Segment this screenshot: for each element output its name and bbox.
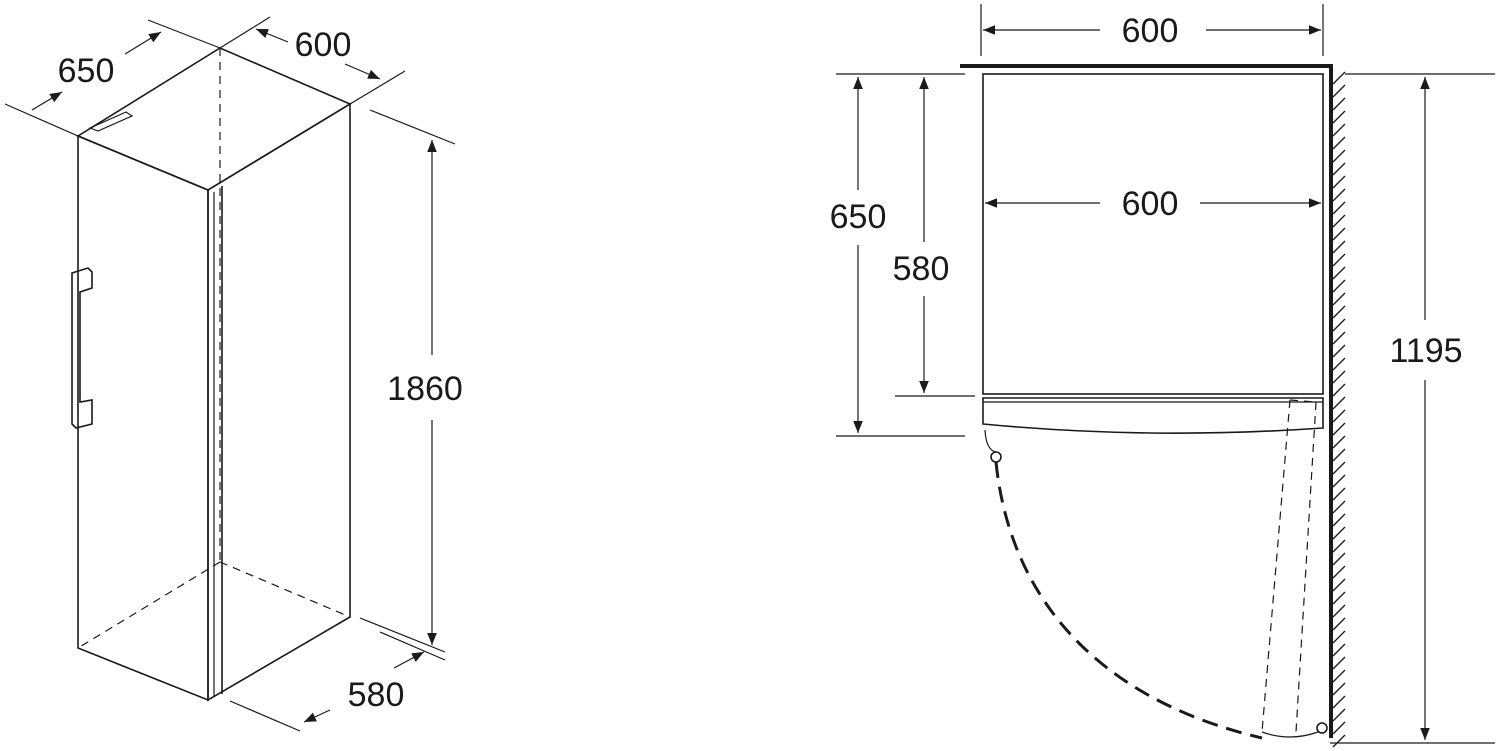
wall-hatch-line — [1332, 279, 1346, 293]
wall-hatch-line — [1332, 643, 1346, 657]
door-handle — [71, 267, 93, 429]
wall-hatch-line — [1332, 383, 1346, 397]
wall-hatch-line — [1332, 110, 1346, 124]
wall-hatch-line — [1332, 448, 1346, 462]
wall-hatch-line — [1332, 721, 1346, 735]
dimension-1860-iso: 1860 — [359, 109, 463, 653]
wall-hatch-line — [1332, 513, 1346, 527]
wall-hatch-line — [1332, 500, 1346, 514]
wall-hatch-line — [1332, 188, 1346, 202]
dimension-650-plan: 650 — [830, 73, 965, 437]
wall-hatch-line — [1332, 630, 1346, 644]
dimension-600-top: 600 — [980, 4, 1324, 56]
hinge-pin — [990, 451, 1002, 463]
wall-hatch-line — [1332, 240, 1346, 254]
door-swing-arc — [994, 461, 1263, 740]
wall-hatch-line — [1332, 695, 1346, 709]
wall-hatch-line — [1332, 162, 1346, 176]
wall-hatch-line — [1332, 97, 1346, 111]
wall-hatch-line — [1332, 526, 1346, 540]
wall-hatch-line — [1332, 370, 1346, 384]
wall-hatch-line — [1332, 435, 1346, 449]
wall-hatch-line — [1332, 71, 1346, 85]
label-1860-iso: 1860 — [387, 370, 463, 408]
wall-hatch-line — [1332, 591, 1346, 605]
label-650-iso: 650 — [58, 52, 115, 90]
wall-hatch-line — [1332, 149, 1346, 163]
wall-hatch-line — [1332, 331, 1346, 345]
wall-hatch-line — [1332, 734, 1346, 748]
label-650-plan: 650 — [830, 198, 887, 236]
wall-hatch-line — [1332, 357, 1346, 371]
dimension-600-iso: 600 — [219, 16, 406, 105]
label-580-iso: 580 — [348, 676, 405, 714]
wall — [960, 64, 1346, 748]
label-600-iso: 600 — [295, 26, 352, 64]
wall-hatch-line — [1332, 175, 1346, 189]
wall-hatch-line — [1332, 708, 1346, 722]
plan-view: 600 600 650 580 1195 — [830, 4, 1495, 748]
wall-hatch-line — [1332, 539, 1346, 553]
isometric-view: 650 600 1860 580 — [4, 16, 463, 732]
cabinet-plan — [982, 73, 1324, 395]
wall-hatch-line — [1332, 578, 1346, 592]
wall-hatch-line — [1332, 669, 1346, 683]
wall-hatch-line — [1332, 84, 1346, 98]
wall-hatch-line — [1332, 292, 1346, 306]
wall-hatch-line — [1332, 565, 1346, 579]
wall-hatch-line — [1332, 461, 1346, 475]
wall-hatch-line — [1332, 409, 1346, 423]
wall-hatch-line — [1332, 227, 1346, 241]
wall-hatch-line — [1332, 214, 1346, 228]
wall-hatch-line — [1332, 474, 1346, 488]
dimension-600-inner: 600 — [985, 185, 1321, 223]
label-600-inner: 600 — [1122, 185, 1179, 223]
wall-hatch-line — [1332, 266, 1346, 280]
wall-hatch-line — [1332, 396, 1346, 410]
dimension-580-plan: 580 — [893, 77, 975, 397]
wall-hatch-line — [1332, 617, 1346, 631]
dimension-580-iso: 580 — [229, 631, 446, 732]
wall-hatch-line — [1332, 318, 1346, 332]
wall-hatch-line — [1332, 253, 1346, 267]
dimension-650-iso: 650 — [4, 19, 221, 137]
wall-hatch-line — [1332, 123, 1346, 137]
wall-hatch-line — [1332, 201, 1346, 215]
wall-hatching — [1332, 71, 1346, 748]
label-600-top: 600 — [1122, 12, 1179, 50]
label-580-plan: 580 — [893, 250, 950, 288]
wall-hatch-line — [1332, 682, 1346, 696]
wall-hatch-line — [1332, 656, 1346, 670]
wall-hatch-line — [1332, 487, 1346, 501]
label-1195: 1195 — [1389, 332, 1462, 370]
wall-hatch-line — [1332, 422, 1346, 436]
wall-hatch-line — [1332, 136, 1346, 150]
wall-hatch-line — [1332, 604, 1346, 618]
cabinet-body — [76, 47, 352, 702]
door-open-dashed — [1261, 399, 1328, 738]
wall-hatch-line — [1332, 305, 1346, 319]
door-closed — [982, 397, 1324, 434]
dimension-1195: 1195 — [1330, 73, 1495, 744]
wall-hatch-line — [1332, 344, 1346, 358]
wall-hatch-line — [1332, 552, 1346, 566]
